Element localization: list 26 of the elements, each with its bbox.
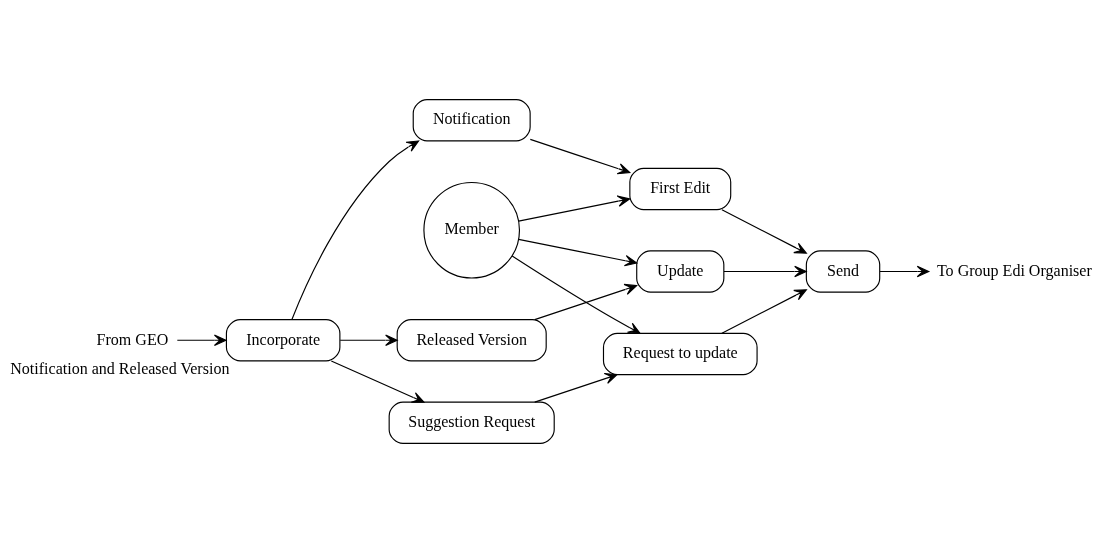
node-box: Send — [805, 249, 881, 293]
node-box: Incorporate — [225, 318, 341, 361]
arrow — [291, 139, 420, 320]
arrow — [721, 208, 807, 254]
arrow — [518, 238, 638, 266]
node-box: Request to update — [602, 332, 758, 375]
arrow — [879, 265, 930, 277]
arrow — [511, 254, 641, 334]
arrow — [330, 360, 425, 403]
arrow — [721, 288, 807, 334]
node-box: Suggestion Request — [388, 401, 555, 444]
arrow — [534, 283, 638, 320]
node-label: Notification and Released Version — [10, 359, 230, 377]
arrow — [176, 334, 227, 346]
node-box: Notification — [412, 98, 531, 141]
node-circle: Member — [423, 181, 521, 279]
arrow — [529, 138, 631, 174]
arrow — [723, 265, 807, 277]
node-box: First Edit — [629, 167, 732, 210]
node-text: To Group Edi Organiser — [936, 261, 1092, 279]
arrow — [518, 195, 631, 222]
arrow — [339, 334, 398, 346]
node-box: Released Version — [396, 318, 547, 361]
node-text: From GEO — [96, 330, 169, 348]
node-box: Update — [636, 249, 725, 293]
arrow — [534, 372, 618, 403]
